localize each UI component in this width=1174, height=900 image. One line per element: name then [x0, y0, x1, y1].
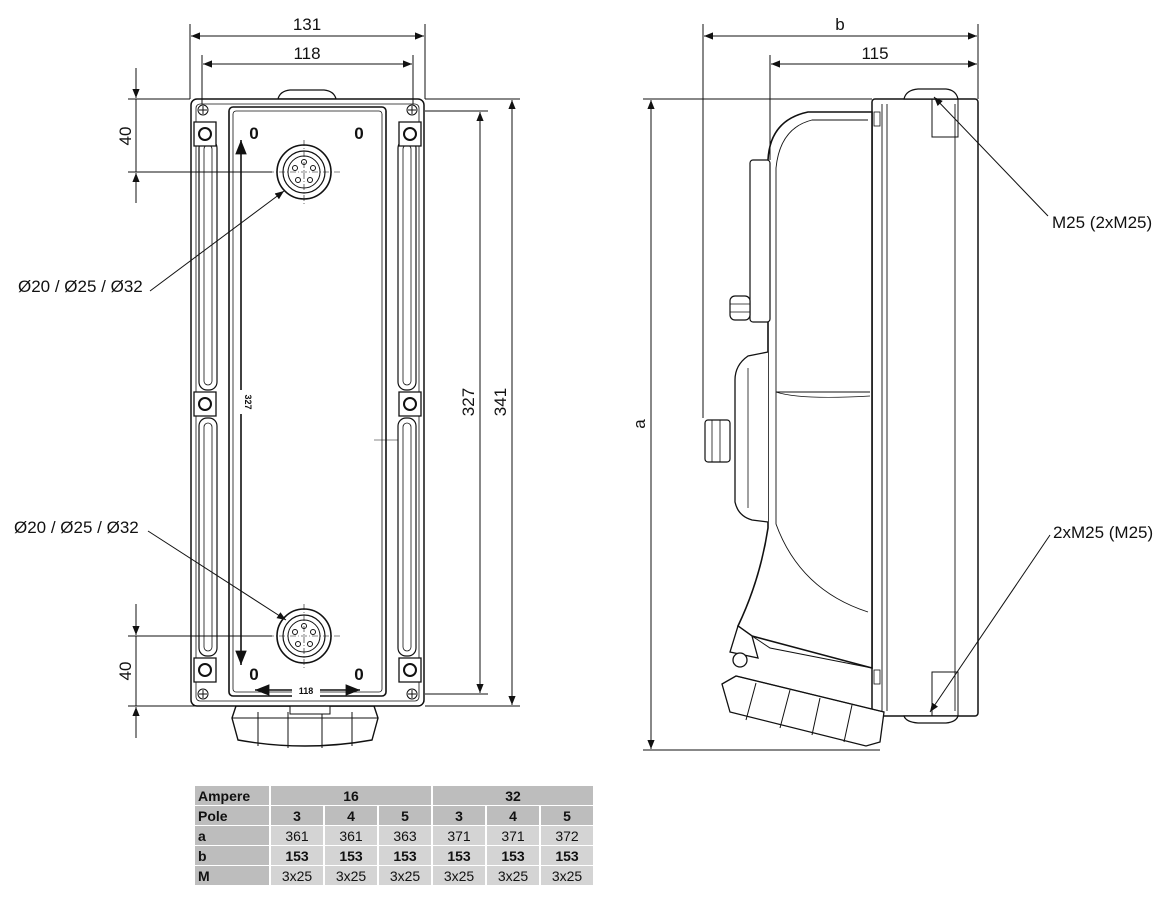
table-cell: 363 [379, 826, 431, 845]
table-cell: 361 [325, 826, 377, 845]
dim-131: 131 [293, 15, 321, 34]
table-cell: 153 [541, 846, 593, 865]
zero-mark-tr: 0 [354, 124, 363, 143]
mounting-lugs [193, 121, 422, 683]
zero-mark-bl: 0 [249, 665, 258, 684]
dim-327: 327 [459, 388, 478, 416]
table-cell: 3x25 [487, 866, 539, 885]
side-view [704, 88, 979, 747]
side-dimensions [643, 24, 979, 751]
dim-40-bottom: 40 [116, 662, 135, 681]
table-cell: 371 [433, 826, 485, 845]
row-label: a [195, 826, 269, 845]
front-top-socket [268, 140, 340, 204]
table-cell: 361 [271, 826, 323, 845]
zero-mark-br: 0 [354, 665, 363, 684]
table-cell: 5 [379, 806, 431, 825]
table-cell: 153 [433, 846, 485, 865]
dim-115: 115 [861, 44, 888, 63]
table-row-a: a 361 361 363 371 371 372 [195, 826, 593, 845]
table-cell: 3x25 [379, 866, 431, 885]
callout-gland-top: Ø20 / Ø25 / Ø32 [18, 277, 143, 296]
table-row-ampere: Ampere 16 32 [195, 786, 593, 805]
table-cell: 5 [541, 806, 593, 825]
inner-dim-118: 118 [299, 686, 314, 696]
dim-341: 341 [491, 388, 510, 416]
side-wall-plate [871, 98, 979, 717]
front-bottom-socket-face [268, 604, 340, 668]
table-cell: 153 [487, 846, 539, 865]
row-label: Ampere [195, 786, 269, 805]
inner-dim-327: 327 [243, 394, 253, 409]
spec-table: Ampere 16 32 Pole 3 4 5 3 4 5 a 361 361 … [193, 785, 595, 886]
callout-m25-top: M25 (2xM25) [1052, 213, 1152, 232]
table-cell: 3x25 [541, 866, 593, 885]
table-cell: 3 [271, 806, 323, 825]
ampere-32: 32 [433, 786, 593, 805]
table-cell: 4 [325, 806, 377, 825]
row-label: Pole [195, 806, 269, 825]
front-dimensions [128, 24, 520, 738]
table-cell: 153 [379, 846, 431, 865]
table-cell: 3x25 [271, 866, 323, 885]
zero-mark-tl: 0 [249, 124, 258, 143]
ampere-16: 16 [271, 786, 431, 805]
table-cell: 3 [433, 806, 485, 825]
dim-118: 118 [293, 44, 320, 63]
table-cell: 371 [487, 826, 539, 845]
table-row-pole: Pole 3 4 5 3 4 5 [195, 806, 593, 825]
table-row-m: M 3x25 3x25 3x25 3x25 3x25 3x25 [195, 866, 593, 885]
front-bottom-socket [231, 705, 379, 748]
table-row-b: b 153 153 153 153 153 153 [195, 846, 593, 865]
dim-b: b [835, 15, 844, 34]
corner-screws [197, 104, 418, 700]
side-socket [721, 624, 885, 747]
table-cell: 3x25 [433, 866, 485, 885]
side-lid-body [736, 111, 873, 670]
row-label: b [195, 846, 269, 865]
callout-gland-bottom: Ø20 / Ø25 / Ø32 [14, 518, 139, 537]
table-cell: 4 [487, 806, 539, 825]
table-cell: 372 [541, 826, 593, 845]
front-view [190, 89, 425, 748]
dim-a: a [630, 419, 649, 429]
table-cell: 153 [271, 846, 323, 865]
table-cell: 3x25 [325, 866, 377, 885]
technical-drawing: 327 118 0 0 0 0 131 118 40 4 [14, 15, 1153, 751]
row-label: M [195, 866, 269, 885]
table-cell: 153 [325, 846, 377, 865]
dim-40-top: 40 [116, 127, 135, 146]
callout-m25-bottom: 2xM25 (M25) [1053, 523, 1153, 542]
